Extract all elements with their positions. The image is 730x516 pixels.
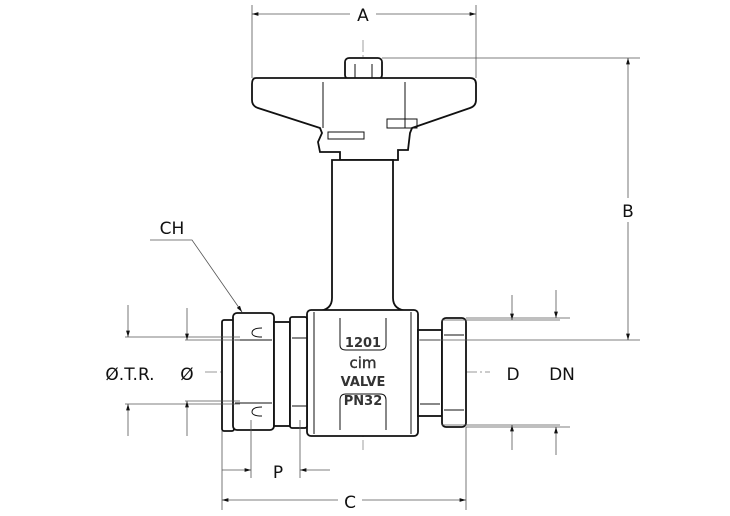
dimension-b-label: B	[622, 202, 634, 222]
dimension-ch: CH	[150, 219, 243, 313]
model-marking: 1201	[345, 336, 381, 351]
dimension-diameter-label: Ø	[180, 365, 193, 385]
dimension-p: P	[222, 420, 330, 483]
dimension-diameter: Ø	[180, 308, 240, 436]
brand-marking: cim	[349, 354, 376, 372]
type-marking: VALVE	[341, 375, 386, 390]
lever-handle	[251, 57, 477, 161]
dimension-d-label: D	[506, 365, 519, 385]
dimension-otr: Ø.T.R.	[105, 305, 240, 436]
dimension-otr-label: Ø.T.R.	[105, 365, 154, 385]
dimension-p-label: P	[273, 463, 283, 483]
pressure-marking: PN32	[344, 394, 383, 409]
left-compression-nut	[221, 312, 308, 432]
dimension-c-label: C	[344, 493, 356, 513]
valve-body: 1201 cim VALVE PN32	[306, 309, 419, 437]
valve-stem	[317, 159, 409, 312]
dimension-dn-label: DN	[549, 365, 575, 385]
dimension-d: D	[442, 295, 560, 450]
dimension-c: C	[221, 427, 467, 513]
dimension-b: B	[382, 57, 640, 341]
dimension-a-label: A	[357, 6, 369, 26]
dimension-a: A	[251, 3, 477, 78]
dimension-dn: DN	[466, 290, 575, 455]
dimension-ch-label: CH	[160, 219, 185, 239]
right-union-nut	[417, 317, 467, 428]
